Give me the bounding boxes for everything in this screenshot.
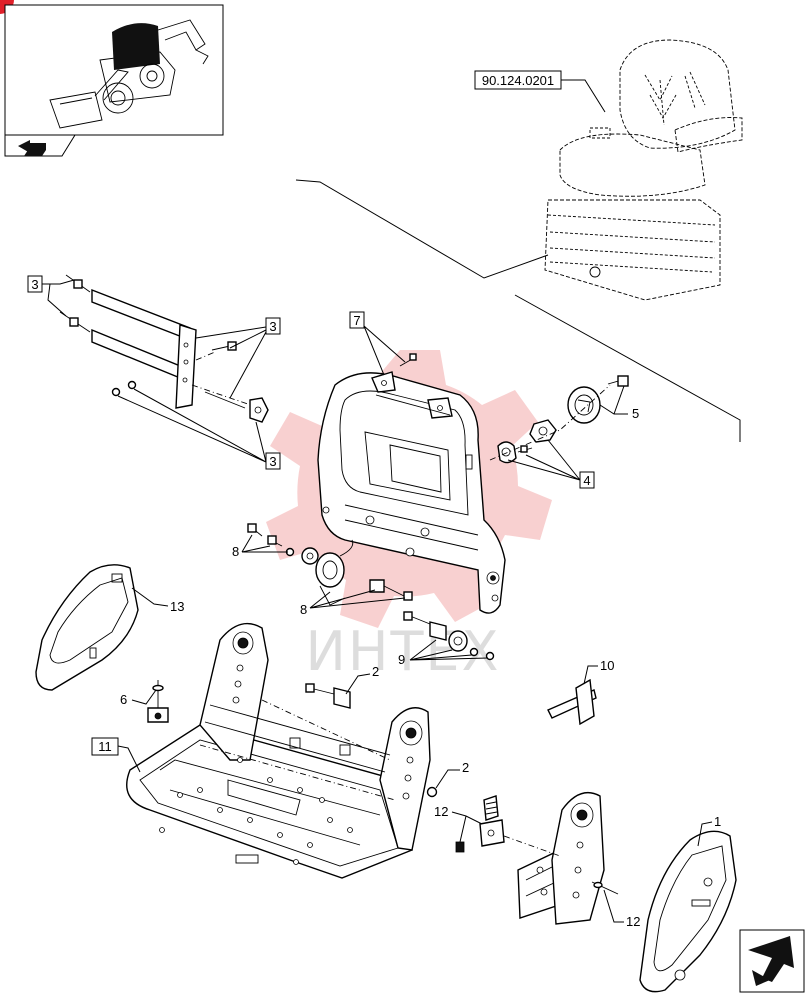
recline-knob-parts (489, 375, 629, 464)
callout-13[interactable]: 13 (170, 599, 184, 614)
callout-12a[interactable]: 12 (434, 804, 448, 819)
callout-3c[interactable]: 3 (269, 454, 276, 469)
spring-bushing-parts (247, 523, 413, 606)
callout-4[interactable]: 4 (583, 473, 590, 488)
strap-assembly (59, 274, 269, 423)
callout-3b[interactable]: 3 (269, 319, 276, 334)
callout-2a[interactable]: 2 (372, 664, 379, 679)
prev-page-arrow-icon[interactable] (18, 140, 46, 156)
callout-11[interactable]: 11 (98, 739, 112, 754)
next-page-button[interactable] (739, 929, 805, 993)
adjuster-parts (455, 792, 619, 925)
pivot-bolt-parts (403, 611, 495, 661)
bolt-nut-parts (305, 683, 438, 798)
callout-1[interactable]: 1 (714, 814, 721, 829)
hex-key-tool (547, 678, 597, 726)
cab-highlight (112, 23, 160, 70)
right-side-cover (639, 830, 737, 993)
seat-reference-assembly: 90.124.0201 (474, 39, 743, 301)
callout-2b[interactable]: 2 (462, 760, 469, 775)
left-side-cover (35, 564, 139, 691)
callout-3a[interactable]: 3 (31, 277, 38, 292)
watermark-text: ИНТЕХ (305, 620, 500, 683)
callout-7[interactable]: 7 (353, 313, 360, 328)
seat-base-frame (126, 622, 431, 879)
stud-clip-parts (147, 680, 169, 723)
callout-9[interactable]: 9 (398, 652, 405, 667)
callout-8b[interactable]: 8 (300, 602, 307, 617)
callout-6[interactable]: 6 (120, 692, 127, 707)
backrest-frame (317, 371, 506, 614)
machine-thumbnail (4, 4, 224, 157)
callout-12b[interactable]: 12 (626, 914, 640, 929)
callout-5[interactable]: 5 (632, 406, 639, 421)
next-page-arrow-icon (748, 936, 794, 982)
reference-label[interactable]: 90.124.0201 (482, 73, 554, 88)
callout-10[interactable]: 10 (600, 658, 614, 673)
callout-8a[interactable]: 8 (232, 544, 239, 559)
